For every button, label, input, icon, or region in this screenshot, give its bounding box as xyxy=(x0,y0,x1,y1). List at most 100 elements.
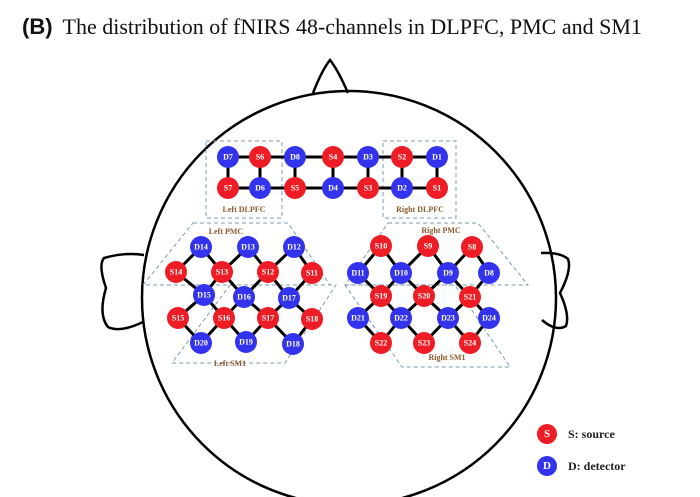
detector-marker xyxy=(437,262,459,284)
detector-marker xyxy=(391,177,413,199)
node-label: S16 xyxy=(218,314,230,323)
head-circle xyxy=(140,89,558,497)
detector-node-d1: D1 xyxy=(426,146,448,168)
source-marker xyxy=(167,307,189,329)
source-node-s5: S5 xyxy=(284,177,306,199)
source-marker xyxy=(413,285,435,307)
source-node-s20: S20 xyxy=(413,285,435,307)
detector-node-d21: D21 xyxy=(347,307,369,329)
source-node-s13: S13 xyxy=(211,261,233,283)
detector-marker xyxy=(437,307,459,329)
legend-detector-label: D: detector xyxy=(568,459,626,473)
detector-marker xyxy=(193,284,215,306)
detector-node-d13: D13 xyxy=(237,236,259,258)
detector-node-d18: D18 xyxy=(282,333,304,355)
detector-marker xyxy=(426,146,448,168)
source-marker xyxy=(459,286,481,308)
right-ear-icon xyxy=(540,251,571,330)
node-label: S7 xyxy=(224,184,232,193)
node-label: S14 xyxy=(170,268,182,277)
source-marker xyxy=(211,261,233,283)
source-node-s17: S17 xyxy=(257,307,279,329)
region-label-left-sm1: Left SM1 xyxy=(214,359,246,368)
detector-marker xyxy=(190,332,212,354)
source-node-s14: S14 xyxy=(165,261,187,283)
source-node-s7: S7 xyxy=(217,177,239,199)
detector-marker xyxy=(347,262,369,284)
figure-title: (B) The distribution of fNIRS 48-channels… xyxy=(22,14,642,40)
detector-node-d8: D8 xyxy=(284,146,306,168)
region-label-right-dlpfc: Right DLPFC xyxy=(396,205,444,214)
node-label: D16 xyxy=(237,293,251,302)
node-label: S8 xyxy=(468,243,476,252)
source-node-s2: S2 xyxy=(391,146,413,168)
node-label: D20 xyxy=(194,339,208,348)
node-label: S5 xyxy=(291,184,299,193)
node-label: S10 xyxy=(375,242,387,251)
detector-node-d11: D11 xyxy=(347,262,369,284)
detector-marker xyxy=(478,262,500,284)
source-marker xyxy=(370,285,392,307)
head-outline xyxy=(100,57,571,497)
node-label: S4 xyxy=(329,153,337,162)
node-label: D9 xyxy=(443,269,453,278)
region-label-right-sm1: Right SM1 xyxy=(428,353,465,362)
detector-marker xyxy=(347,307,369,329)
source-marker xyxy=(301,262,323,284)
source-node-s18: S18 xyxy=(301,308,323,330)
source-marker xyxy=(459,332,481,354)
detector-node-d12: D12 xyxy=(283,236,305,258)
title-text: The distribution of fNIRS 48-channels in… xyxy=(62,14,642,39)
node-label: D4 xyxy=(328,184,338,193)
node-label: S18 xyxy=(306,315,318,324)
source-node-s19: S19 xyxy=(370,285,392,307)
region-label-left-dlpfc: Left DLPFC xyxy=(223,205,266,214)
legend-source-glyph: S xyxy=(544,428,550,440)
node-label: D23 xyxy=(441,314,455,323)
node-label: S19 xyxy=(375,292,387,301)
detector-node-d7: D7 xyxy=(217,146,239,168)
detector-marker xyxy=(284,146,306,168)
node-label: S1 xyxy=(433,184,441,193)
detector-node-d10: D10 xyxy=(390,262,412,284)
node-label: D18 xyxy=(286,340,300,349)
node-label: S15 xyxy=(172,314,184,323)
node-label: S12 xyxy=(262,268,274,277)
source-marker xyxy=(413,332,435,354)
node-label: D19 xyxy=(239,338,253,347)
node-label: D24 xyxy=(482,314,496,323)
node-label: D1 xyxy=(432,153,442,162)
detector-node-d23: D23 xyxy=(437,307,459,329)
node-label: S2 xyxy=(398,153,406,162)
source-marker xyxy=(257,261,279,283)
legend: S S: source D D: detector xyxy=(537,424,626,476)
node-label: D12 xyxy=(287,243,301,252)
node-label: D13 xyxy=(241,243,255,252)
source-marker xyxy=(357,177,379,199)
detector-marker xyxy=(233,286,255,308)
source-node-s22: S22 xyxy=(370,332,392,354)
detector-node-d24: D24 xyxy=(478,307,500,329)
source-marker xyxy=(165,261,187,283)
source-node-s9: S9 xyxy=(417,235,439,257)
detector-node-d2: D2 xyxy=(391,177,413,199)
detector-node-d17: D17 xyxy=(278,287,300,309)
detector-marker xyxy=(237,236,259,258)
detector-node-d15: D15 xyxy=(193,284,215,306)
detector-marker xyxy=(478,307,500,329)
source-marker xyxy=(391,146,413,168)
source-node-s11: S11 xyxy=(301,262,323,284)
node-label: S6 xyxy=(256,153,264,162)
node-label: D10 xyxy=(394,269,408,278)
source-node-s24: S24 xyxy=(459,332,481,354)
source-marker xyxy=(426,177,448,199)
detector-node-d8: D8 xyxy=(478,262,500,284)
panel-label: (B) xyxy=(22,14,53,39)
source-node-s16: S16 xyxy=(213,307,235,329)
source-marker xyxy=(217,177,239,199)
source-marker xyxy=(322,146,344,168)
region-label-left-pmc: Left PMC xyxy=(209,227,244,236)
detector-marker xyxy=(282,333,304,355)
source-marker xyxy=(370,235,392,257)
